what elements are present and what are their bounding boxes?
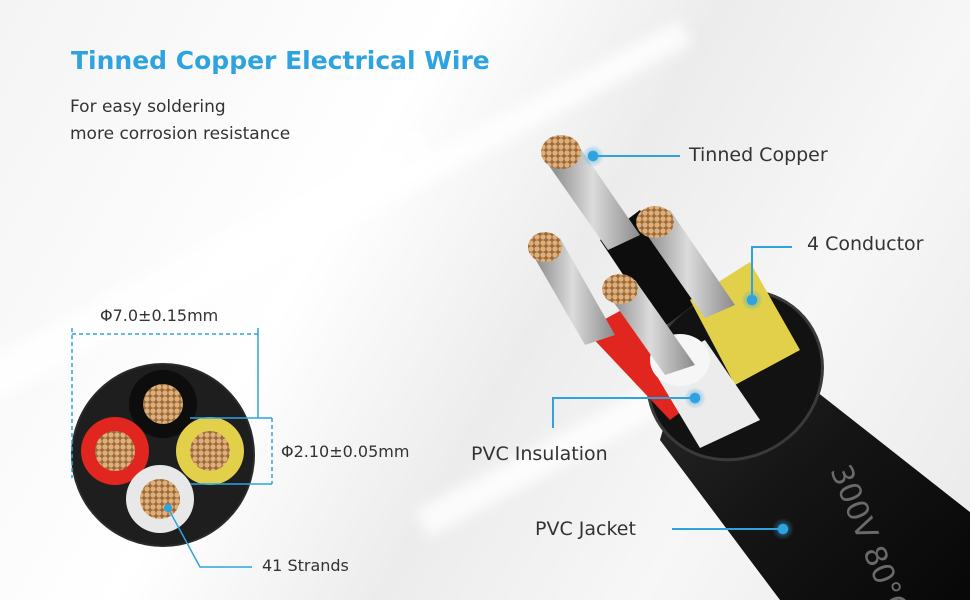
copper-tip-2	[636, 206, 674, 238]
callout-lines	[552, 155, 792, 530]
strand-bundle-2	[640, 210, 735, 318]
page-title: Tinned Copper Electrical Wire	[71, 46, 490, 75]
insulation-label: PVC Insulation	[471, 443, 608, 465]
strands-marker	[164, 504, 172, 512]
copper-core-left	[95, 431, 135, 471]
strand-bundle-4	[605, 280, 695, 375]
conductor-diameter-label: Φ2.10±0.05mm	[281, 442, 410, 461]
outer-diameter-label: Φ7.0±0.15mm	[100, 306, 219, 325]
jacket-marker	[772, 518, 794, 540]
conductor-marker	[741, 289, 763, 311]
copper-core-bottom	[140, 479, 180, 519]
cross-section	[71, 363, 255, 547]
copper-tip-4	[602, 274, 638, 304]
subtitle-line-2: more corrosion resistance	[70, 124, 291, 144]
tinned-copper-marker	[582, 145, 604, 167]
conductor-label: 4 Conductor	[807, 233, 924, 255]
copper-core-top	[143, 384, 183, 424]
cross-section-jacket	[72, 364, 254, 546]
copper-tip-1	[541, 135, 581, 169]
insulation-marker	[684, 387, 706, 409]
copper-tip-3	[528, 232, 562, 262]
strands-label: 41 Strands	[262, 556, 349, 575]
strand-bundle-3	[530, 238, 615, 345]
strand-bundle-1	[545, 145, 640, 250]
jacket-label: PVC Jacket	[535, 518, 636, 540]
tinned-copper-label: Tinned Copper	[689, 144, 828, 166]
dimension-lines	[71, 328, 273, 568]
subtitle-line-1: For easy soldering	[70, 97, 226, 117]
cable-3d: 300V 80°C	[528, 135, 970, 600]
copper-core-right	[190, 431, 230, 471]
